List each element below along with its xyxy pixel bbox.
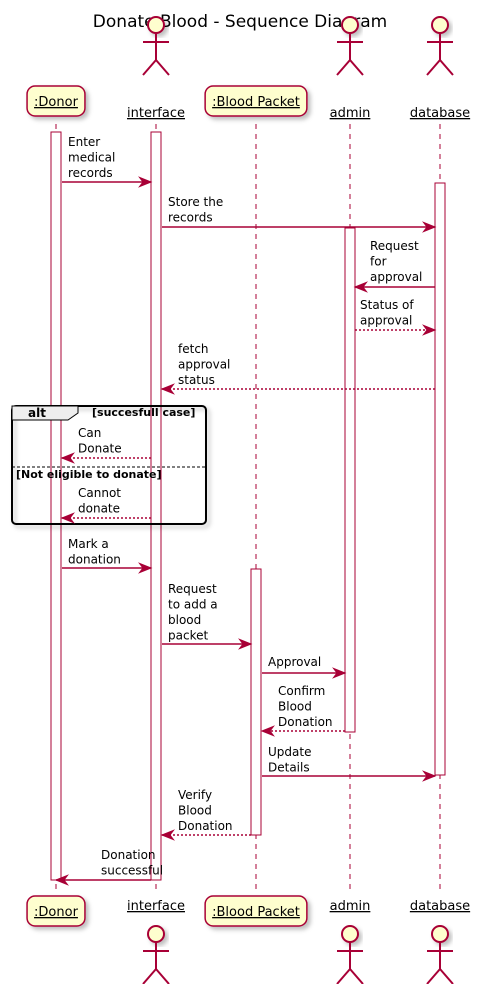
actor-icon <box>142 925 170 984</box>
activation-interface <box>150 131 162 881</box>
actor-head <box>431 925 449 943</box>
message-label: Request <box>370 239 419 253</box>
message-label: Donation <box>278 715 333 729</box>
message-label: for <box>370 255 387 269</box>
message-label: Mark a <box>68 537 109 551</box>
participant-label: admin <box>330 106 371 121</box>
actor-icon <box>336 925 364 984</box>
actor-head <box>341 925 359 943</box>
participant-label: :Blood Packet <box>212 95 300 110</box>
message-label: successful <box>101 864 163 878</box>
message-label: Request <box>168 582 217 596</box>
actor-head <box>147 16 165 34</box>
actor-legs <box>142 58 170 76</box>
message-label: approval <box>178 358 230 372</box>
message-label: Can <box>78 426 101 440</box>
message-label: Approval <box>268 655 321 669</box>
diagram-title: Donate Blood - Sequence Diagram <box>93 12 387 32</box>
message-label: Cannot <box>78 486 121 500</box>
actor-icon <box>426 925 454 984</box>
message-label: Donation <box>178 819 233 833</box>
message-label: fetch <box>178 342 209 356</box>
activation-donor <box>50 131 62 881</box>
actor-legs <box>336 58 364 76</box>
actor-icon <box>336 16 364 76</box>
participant-box-donor <box>26 895 86 927</box>
participant-label: admin <box>330 899 371 914</box>
alt-guard: [Not eligible to donate] <box>16 468 162 481</box>
message-label: Update <box>268 745 311 759</box>
actor-legs <box>142 967 170 984</box>
participant-box-donor <box>26 85 86 117</box>
message-label: blood <box>168 613 201 627</box>
message-label: status <box>178 373 215 387</box>
actor-icon <box>142 16 170 76</box>
message-label: donation <box>68 553 121 567</box>
actor-head <box>147 925 165 943</box>
activation-database <box>434 182 446 776</box>
message-label: packet <box>168 629 208 643</box>
alt-tab <box>11 405 79 421</box>
activation-blood <box>250 568 262 836</box>
message-label: Confirm <box>278 684 325 698</box>
alt-guard: [succesfull case] <box>92 406 195 419</box>
participant-label: interface <box>127 899 185 914</box>
message-label: Blood <box>278 700 312 714</box>
actor-head <box>431 16 449 34</box>
message-label: Status of <box>360 298 414 312</box>
alt-keyword: alt <box>28 406 46 420</box>
message-label: records <box>68 166 113 180</box>
message-label: records <box>168 211 213 225</box>
message-label: Donation <box>101 848 156 862</box>
message-label: Blood <box>178 804 212 818</box>
message-label: approval <box>370 270 422 284</box>
message-label: Details <box>268 761 310 775</box>
message-label: Enter <box>68 135 100 149</box>
actor-legs <box>426 58 454 76</box>
activation-admin <box>344 227 356 733</box>
message-label: donate <box>78 502 120 516</box>
participant-label: :Donor <box>34 905 79 920</box>
message-label: Donate <box>78 442 122 456</box>
participant-label: interface <box>127 106 185 121</box>
message-label: medical <box>68 151 115 165</box>
actor-legs <box>336 967 364 984</box>
actor-legs <box>426 967 454 984</box>
message-label: approval <box>360 314 412 328</box>
participant-label: :Donor <box>34 95 79 110</box>
participant-label: database <box>410 106 470 121</box>
actor-icon <box>426 16 454 76</box>
participant-box-blood <box>204 85 308 117</box>
actor-head <box>341 16 359 34</box>
message-label: Verify <box>178 788 212 802</box>
participant-box-blood <box>204 895 308 927</box>
participant-label: database <box>410 899 470 914</box>
message-label: to add a <box>168 598 218 612</box>
participant-label: :Blood Packet <box>212 905 300 920</box>
message-label: Store the <box>168 195 223 209</box>
alt-fragment <box>11 405 207 525</box>
